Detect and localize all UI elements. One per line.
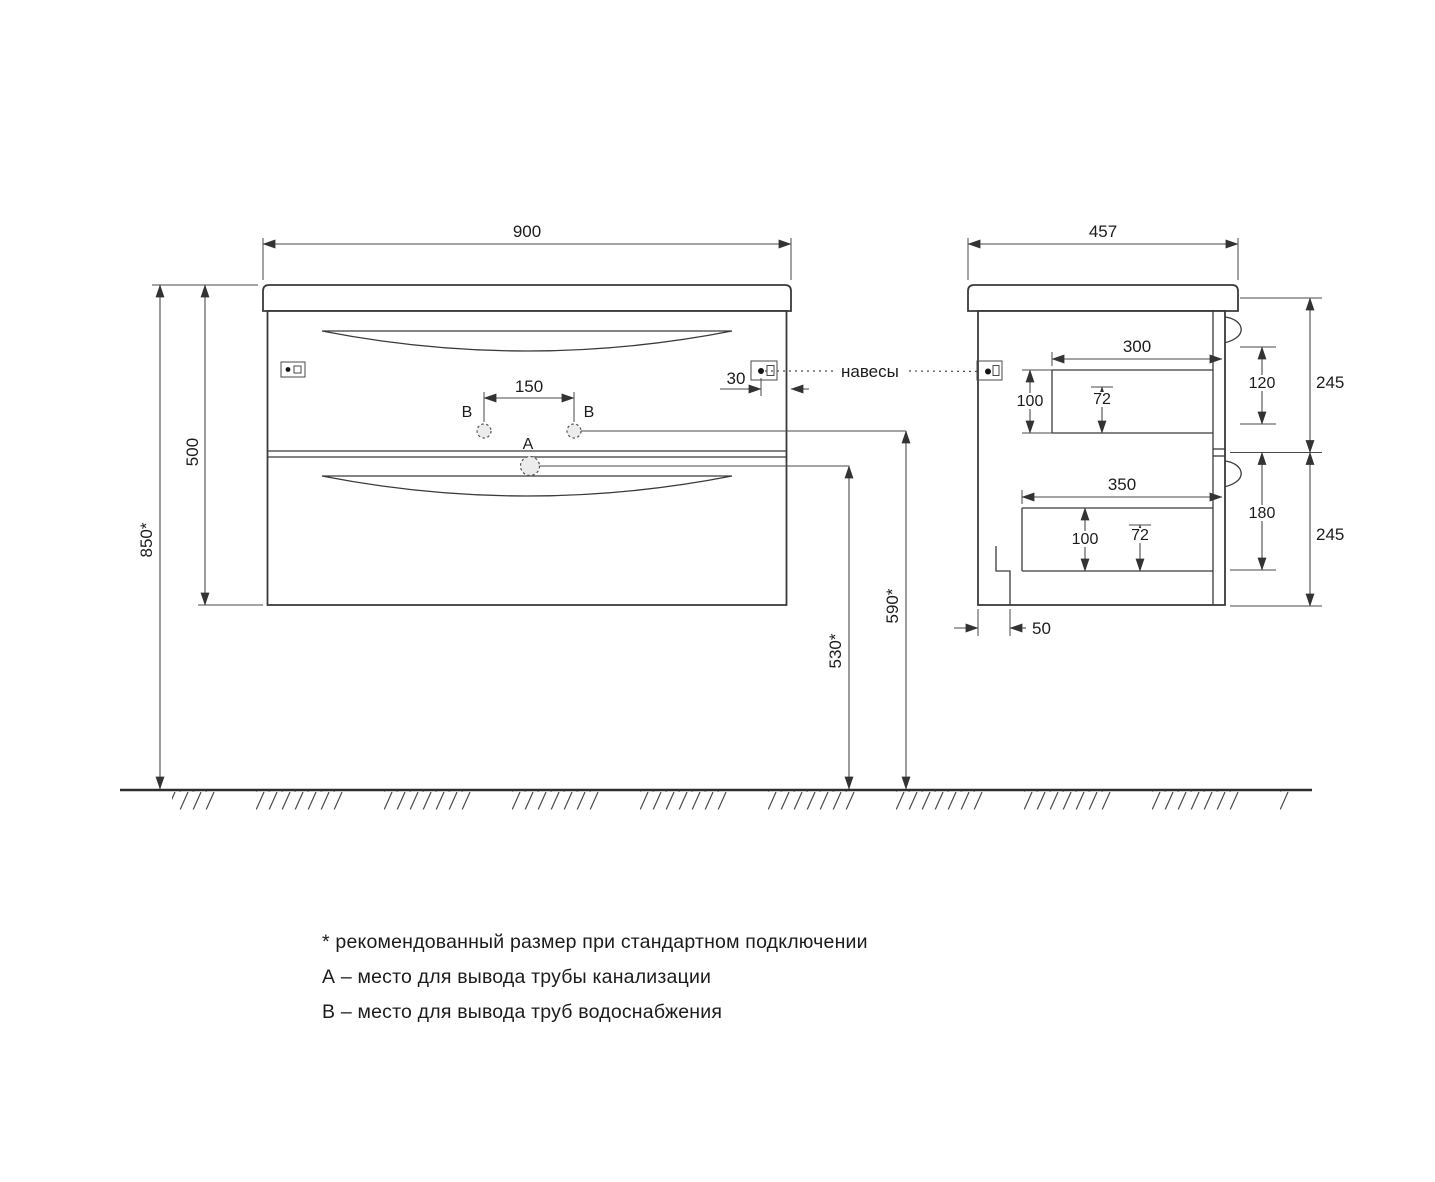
dim-label-cabinet-height: 500 (183, 438, 202, 466)
dim-label-bottom-drawer-side-height: 72 (1131, 527, 1149, 544)
dim-label-top-front-opening: 120 (1249, 375, 1276, 392)
dim-bottom-drawer-height: 100 (1067, 507, 1104, 572)
side-wall-bracket-icon (976, 360, 1003, 381)
wall-bracket-left-icon (280, 361, 306, 378)
hangers-callout: навесы (765, 362, 984, 381)
front-countertop (262, 284, 792, 312)
dim-cabinet-height: 500 (152, 284, 263, 606)
floor-hatching (172, 791, 1292, 810)
dim-label-water-outlet-height: 590* (883, 588, 902, 623)
dim-water-outlet-height: 590* (883, 430, 911, 790)
note-point-b: В – место для вывода труб водоснабжения (322, 1001, 722, 1023)
front-handle-recess-top (321, 330, 733, 352)
dim-label-bottom-front-opening: 180 (1249, 505, 1276, 522)
note-point-a: А – место для вывода трубы канализации (322, 966, 711, 988)
dim-service-gap: 50 (954, 609, 1051, 638)
front-view: 900 500 850* В В А 150 (137, 222, 984, 790)
dim-bottom-front-opening: 180 (1244, 451, 1280, 571)
water-port-left (476, 423, 492, 439)
dim-label-mount-height: 850* (137, 522, 156, 557)
dim-top-front-opening: 120 (1244, 346, 1280, 425)
hangers-label: навесы (841, 362, 899, 381)
dim-label-bottom-drawer-depth: 350 (1108, 475, 1136, 494)
service-notch (995, 546, 1011, 605)
dim-right-extensions (1230, 297, 1322, 607)
dim-drain-outlet-height: 530* (826, 465, 854, 790)
bottom-drawer-profile (1021, 507, 1213, 572)
dim-label-top-front-height: 245 (1316, 373, 1344, 392)
dim-front-width: 900 (262, 222, 792, 280)
dim-label-service-gap: 50 (1032, 619, 1051, 638)
dim-top-front-height: 245 (1305, 297, 1344, 454)
side-handle-top (1224, 316, 1242, 344)
side-countertop (967, 284, 1239, 312)
dim-label-depth: 457 (1089, 222, 1117, 241)
dim-label-hanger-offset: 30 (727, 369, 746, 388)
dim-hanger-offset: 30 (720, 369, 809, 396)
label-point-b-left: В (462, 404, 473, 421)
dim-b-spacing: 150 (483, 377, 575, 422)
label-point-b-right: В (584, 404, 595, 421)
drain-port (519, 455, 541, 477)
top-drawer-profile (1022, 369, 1213, 434)
side-handle-bottom (1224, 460, 1242, 488)
label-point-a: А (523, 436, 534, 453)
dim-bottom-front-height: 245 (1305, 451, 1344, 607)
notes: * рекомендованный размер при стандартном… (322, 931, 868, 1023)
dim-label-bottom-front-height: 245 (1316, 525, 1344, 544)
dim-bottom-drawer-side-height: 72 (1126, 524, 1155, 572)
dim-label-top-drawer-height: 100 (1017, 393, 1044, 410)
dim-top-drawer-depth: 300 (1051, 337, 1223, 366)
note-asterisk: * рекомендованный размер при стандартном… (322, 931, 868, 953)
front-handle-recess-bottom (321, 475, 733, 497)
dim-label-bottom-drawer-height: 100 (1072, 531, 1099, 548)
dim-label-top-drawer-depth: 300 (1123, 337, 1151, 356)
water-port-right (566, 423, 582, 439)
side-view: 457 300 (954, 222, 1344, 638)
dim-mount-height: 850* (137, 284, 165, 790)
dim-label-front-width: 900 (513, 222, 541, 241)
dim-bottom-drawer-depth: 350 (1021, 475, 1223, 504)
dim-label-top-drawer-side-height: 72 (1093, 391, 1111, 408)
dim-label-drain-outlet-height: 530* (826, 633, 845, 668)
side-cabinet-body (977, 310, 1226, 606)
dim-top-drawer-height: 100 (1012, 369, 1049, 434)
floor (120, 788, 1312, 810)
dim-depth: 457 (967, 222, 1239, 280)
dim-label-b-spacing: 150 (515, 377, 543, 396)
dim-top-drawer-side-height: 72 (1088, 386, 1117, 434)
